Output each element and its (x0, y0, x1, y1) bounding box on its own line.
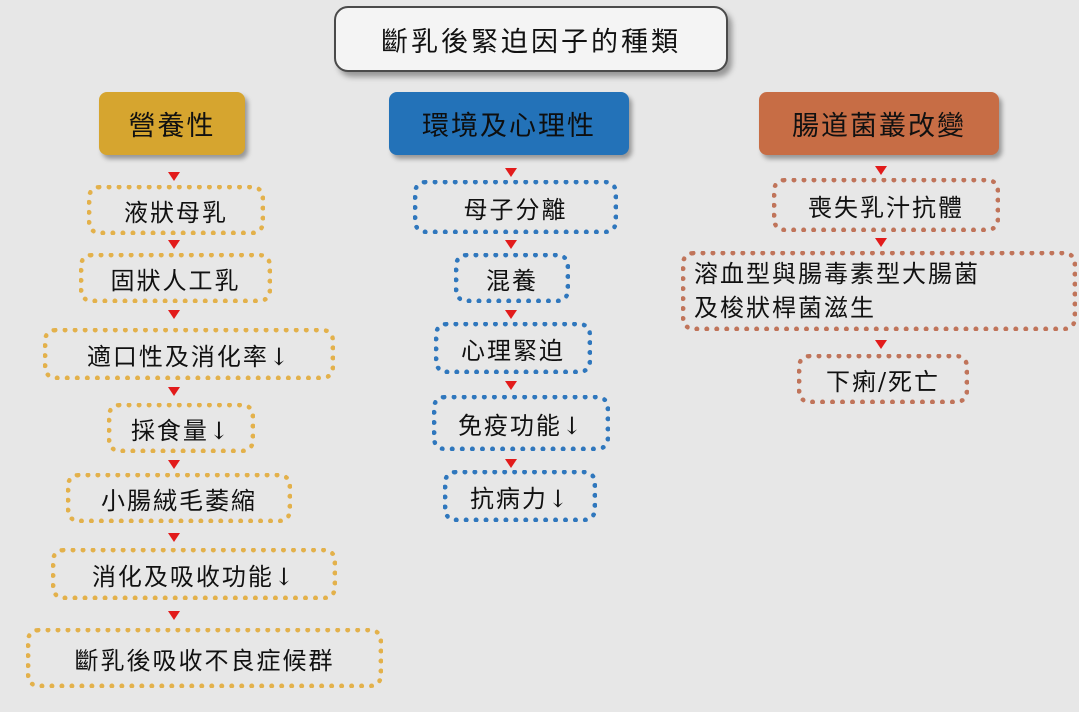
node-villus-atrophy: 小腸絨毛萎縮 (66, 473, 292, 523)
arrow-down (875, 238, 887, 247)
arrow-down (875, 166, 887, 175)
arrow-down (168, 172, 180, 181)
node-immune-function: 免疫功能↓ (432, 395, 610, 451)
arrow-down (168, 310, 180, 319)
arrow-down (505, 381, 517, 390)
node-diarrhea-death: 下痢/死亡 (797, 354, 969, 404)
node-loss-of-milk-antibodies: 喪失乳汁抗體 (772, 178, 1000, 232)
node-liquid-milk: 液狀母乳 (87, 185, 265, 235)
header-nutritional: 營養性 (99, 92, 245, 155)
node-digestion-absorption: 消化及吸收功能↓ (51, 548, 337, 600)
node-pathogen-line-2: 及梭狀桿菌滋生 (694, 294, 876, 322)
arrow-down (168, 611, 180, 620)
arrow-down (168, 533, 180, 542)
diagram-title: 斷乳後緊迫因子的種類 (334, 6, 728, 72)
arrow-down (505, 168, 517, 177)
node-psychological-stress: 心理緊迫 (434, 322, 592, 374)
arrow-down (505, 459, 517, 468)
arrow-down (168, 460, 180, 469)
node-maternal-separation: 母子分離 (413, 180, 618, 234)
header-environmental-psychological: 環境及心理性 (389, 92, 629, 155)
node-feed-intake: 採食量↓ (107, 403, 255, 453)
arrow-down (168, 387, 180, 396)
arrow-down (168, 240, 180, 249)
node-pathogen-line-1: 溶血型與腸毒素型大腸菌 (694, 260, 980, 288)
node-disease-resistance: 抗病力↓ (443, 470, 597, 522)
node-palatability: 適口性及消化率↓ (43, 328, 335, 380)
node-pathogen-proliferation: 溶血型與腸毒素型大腸菌 及梭狀桿菌滋生 (681, 251, 1077, 331)
arrow-down (505, 240, 517, 249)
node-solid-feed: 固狀人工乳 (79, 253, 272, 303)
arrow-down (875, 340, 887, 349)
arrow-down (505, 310, 517, 319)
header-gut-flora: 腸道菌叢改變 (759, 92, 999, 155)
node-malabsorption-syndrome: 斷乳後吸收不良症候群 (26, 628, 383, 688)
node-mixing: 混養 (454, 253, 570, 303)
